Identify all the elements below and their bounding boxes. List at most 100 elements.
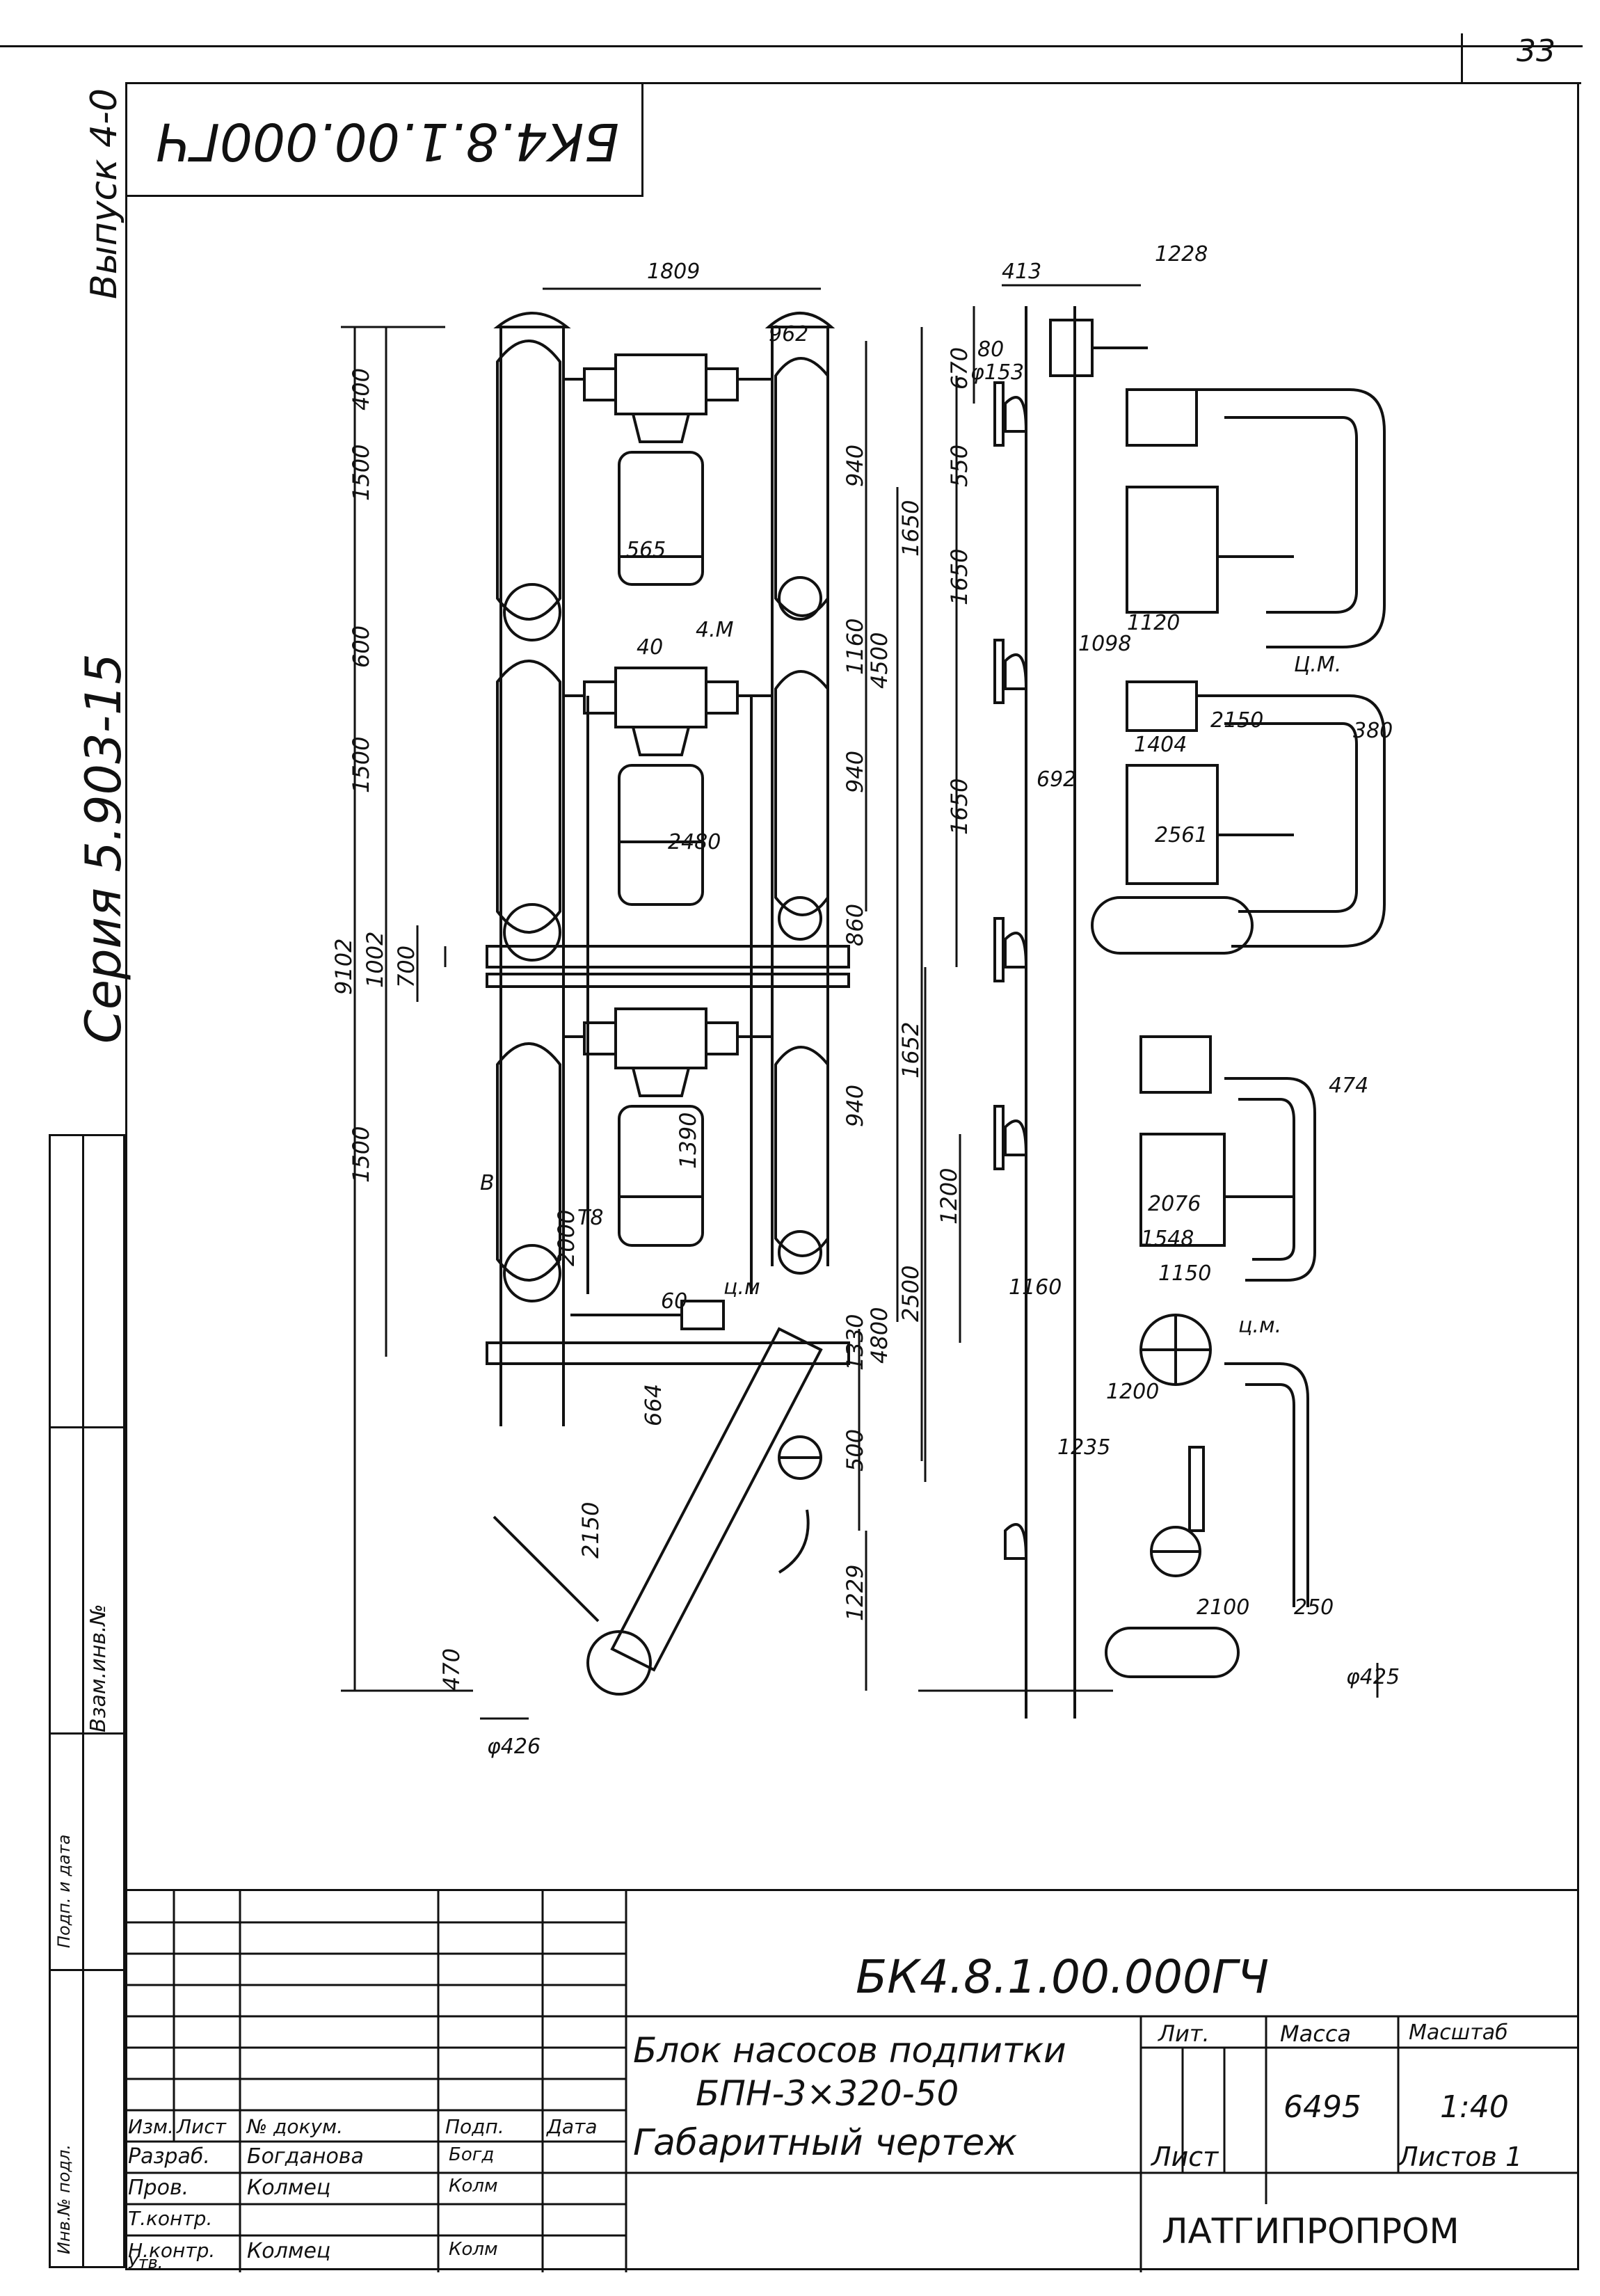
dim-label: 60 (661, 1289, 687, 1314)
lit-label: Лит. (1158, 2020, 1210, 2047)
dim-label: 1150 (1158, 1261, 1211, 1286)
row-role: Разраб. (128, 2144, 210, 2169)
svg-text:1500: 1500 (348, 737, 374, 793)
svg-text:4800: 4800 (866, 1307, 893, 1364)
dim-label: 565 (626, 538, 666, 562)
product-model: БПН-3×320-50 (696, 2073, 959, 2114)
svg-text:1200: 1200 (936, 1168, 962, 1225)
svg-text:940: 940 (842, 751, 868, 793)
margin-stamp-divider (82, 1134, 84, 2268)
title-block-grid (125, 1891, 1579, 2272)
svg-text:470: 470 (438, 1648, 465, 1691)
drawing-frame (125, 82, 1579, 2270)
dim-label: 2076 (1148, 1192, 1201, 1216)
page-number: 33 (1517, 33, 1555, 69)
dim-label: ц.м (723, 1275, 760, 1300)
svg-text:940: 940 (842, 445, 868, 487)
svg-text:9102: 9102 (330, 939, 357, 995)
dim-label: 474 (1329, 1074, 1368, 1098)
dim-label: 1404 (1134, 733, 1187, 757)
dim-label: 1098 (1078, 632, 1131, 656)
svg-text:1650: 1650 (897, 500, 924, 557)
corner-code-box (125, 82, 643, 197)
svg-text:940: 940 (842, 1085, 868, 1127)
dim-label: 2100 (1197, 1595, 1249, 1620)
header-sign: Подп. (445, 2115, 504, 2138)
dim-label: 2561 (1155, 823, 1208, 847)
svg-text:670: 670 (946, 347, 973, 390)
dim-label: φ425 (1346, 1665, 1400, 1689)
tank (496, 340, 561, 1282)
svg-text:1650: 1650 (946, 779, 973, 835)
svg-text:1229: 1229 (842, 1565, 868, 1621)
row-sign: Колм (449, 2176, 498, 2197)
dim-label: T8 (577, 1206, 603, 1230)
header-date: Дата (547, 2115, 598, 2138)
mass-value: 6495 (1283, 2089, 1361, 2125)
organization-name: ЛАТГИПРОПРОМ (1162, 2211, 1459, 2251)
row-role: Пров. (128, 2176, 189, 2200)
dim-label: 1228 (1155, 242, 1208, 266)
margin-stamp-divider (49, 1426, 125, 1428)
svg-text:550: 550 (946, 445, 973, 487)
scale-label: Масштаб (1409, 2020, 1508, 2045)
dim-label: 1160 (1009, 1275, 1062, 1300)
svg-text:600: 600 (348, 625, 374, 668)
dim-label: 250 (1294, 1595, 1334, 1620)
dim-label: 413 (1002, 260, 1041, 284)
svg-text:1002: 1002 (362, 932, 388, 988)
row-name: Богданова (247, 2144, 364, 2169)
margin-stamp-divider (49, 1732, 125, 1735)
dim-label: φ426 (487, 1735, 541, 1759)
svg-text:1652: 1652 (897, 1022, 924, 1078)
dim-label: Ц.М. (1294, 653, 1341, 677)
svg-text:2000: 2000 (553, 1210, 579, 1266)
dim-label: 40 (637, 635, 663, 660)
dim-label: 2150 (1210, 708, 1263, 733)
dim-label: B (480, 1171, 495, 1195)
scale-value: 1:40 (1440, 2089, 1509, 2125)
dim-label: φ153 (970, 360, 1024, 385)
svg-text:1160: 1160 (842, 619, 868, 675)
svg-text:1330: 1330 (842, 1314, 868, 1371)
top-border-line (0, 45, 1583, 47)
svg-text:4500: 4500 (866, 632, 893, 689)
header-izm: Изм. (128, 2115, 174, 2138)
product-title: Блок насосов подпитки (633, 2030, 1066, 2071)
svg-text:400: 400 (348, 368, 374, 410)
svg-text:1500: 1500 (348, 445, 374, 501)
row-role: Т.контр. (128, 2207, 213, 2230)
title-block: БК4.8.1.00.000ГЧ Изм. Лист № докум. Подп… (125, 1889, 1579, 2272)
row-sign: Богд (449, 2144, 495, 2165)
header-list: Лист (177, 2115, 226, 2138)
header-doc: № докум. (247, 2115, 344, 2138)
svg-text:664: 664 (640, 1384, 666, 1426)
mass-label: Масса (1280, 2020, 1352, 2047)
dim-label: 1235 (1057, 1435, 1110, 1460)
row-role: Н.контр. (128, 2239, 216, 2262)
svg-text:1390: 1390 (675, 1113, 701, 1169)
svg-text:1650: 1650 (946, 549, 973, 605)
dim-label: 4.M (696, 618, 734, 642)
dim-label: 692 (1037, 767, 1076, 792)
dim-label: 1809 (647, 260, 700, 284)
dim-label: 962 (769, 322, 808, 346)
sheets-label: Листов 1 (1398, 2142, 1523, 2172)
margin-stamp-divider (49, 1969, 125, 1971)
dim-label: 1200 (1106, 1380, 1159, 1404)
sheet-label: Лист (1151, 2142, 1219, 2172)
dim-label: 80 (977, 337, 1004, 362)
dim-label: 2480 (668, 830, 721, 854)
row-name: Колмец (247, 2239, 331, 2263)
row-name: Колмец (247, 2176, 331, 2200)
row-sign: Колм (449, 2239, 498, 2260)
margin-stamp-strip (49, 1134, 125, 2268)
svg-text:2150: 2150 (577, 1502, 604, 1558)
svg-text:860: 860 (842, 904, 868, 946)
svg-text:2500: 2500 (897, 1266, 924, 1322)
dim-label: 1548 (1141, 1227, 1194, 1251)
svg-text:700: 700 (393, 946, 419, 988)
dim-label: 380 (1353, 719, 1393, 743)
dim-label: ц.м. (1238, 1314, 1281, 1338)
